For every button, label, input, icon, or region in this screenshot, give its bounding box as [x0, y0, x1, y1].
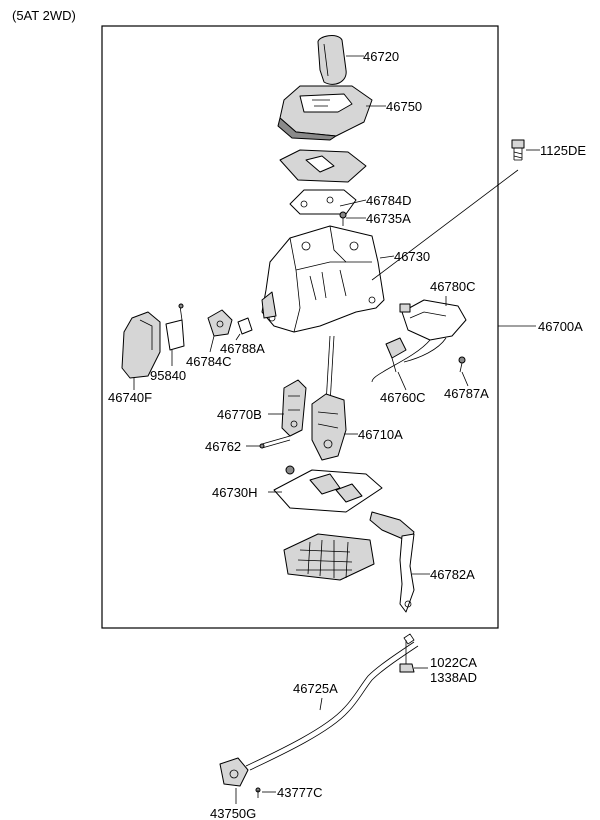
label-46787A: 46787A: [444, 386, 489, 401]
leader-lines: [133, 55, 540, 804]
label-46762: 46762: [205, 439, 241, 454]
label-46760C: 46760C: [380, 390, 426, 405]
label-46710A: 46710A: [358, 427, 403, 442]
detent-46770B: [281, 379, 307, 437]
bracket-46784C: [207, 309, 233, 337]
label-95840: 95840: [150, 368, 186, 383]
label-1125DE: 1125DE: [540, 143, 586, 158]
label-46788A: 46788A: [220, 341, 265, 356]
label-46730: 46730: [394, 249, 430, 264]
shift-knob-46720: [317, 35, 347, 85]
label-46700A: 46700A: [538, 319, 583, 334]
shift-lever-46710A: [311, 335, 347, 461]
indicator-cover-46750: [277, 85, 373, 141]
label-43777C: 43777C: [277, 785, 323, 800]
base-plate-46730H: [273, 465, 383, 513]
label-46784C: 46784C: [186, 354, 232, 369]
grid-pad: [283, 533, 375, 581]
link-arm-46782A: [369, 511, 415, 613]
washer-43750G: [219, 757, 249, 787]
indicator-plate: [279, 149, 367, 183]
label-46735A: 46735A: [366, 211, 411, 226]
bolt-1125DE: [511, 139, 525, 161]
label-46770B: 46770B: [217, 407, 262, 422]
part-labels: 46720 46750 1125DE 46784D 46735A 46730 4…: [108, 49, 586, 820]
label-1022CA: 1022CA: [430, 655, 477, 670]
label-46780C: 46780C: [430, 279, 476, 294]
shift-housing-46730: [261, 225, 385, 333]
label-46725A: 46725A: [293, 681, 338, 696]
label-46740F: 46740F: [108, 390, 152, 405]
label-46750: 46750: [386, 99, 422, 114]
side-cover-46740F: [121, 311, 161, 379]
label-43750G: 43750G: [210, 806, 256, 820]
screw-46735A: [339, 211, 347, 226]
assembly-frame: [101, 25, 499, 629]
label-46782A: 46782A: [430, 567, 475, 582]
label-1338AD: 1338AD: [430, 670, 477, 685]
pin-46762: [259, 435, 291, 449]
slide-plate-46784D: [289, 189, 357, 215]
switch-95840: [165, 303, 185, 351]
harness-unit-46780C: [371, 299, 467, 383]
nut-1022CA: [399, 633, 415, 673]
label-46784D: 46784D: [366, 193, 412, 208]
cable-rod-46725A: [245, 641, 419, 771]
variant-label: (5AT 2WD): [12, 8, 76, 23]
screw-46787A: [458, 356, 466, 373]
clip-43777C: [255, 787, 261, 798]
label-46720: 46720: [363, 49, 399, 64]
connector-46760C: [385, 337, 407, 373]
label-46730H: 46730H: [212, 485, 258, 500]
clip-46788A: [237, 317, 253, 335]
